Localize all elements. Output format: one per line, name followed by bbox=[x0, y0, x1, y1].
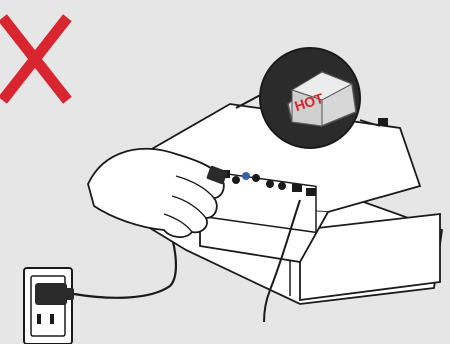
wall-outlet-icon bbox=[24, 268, 74, 344]
